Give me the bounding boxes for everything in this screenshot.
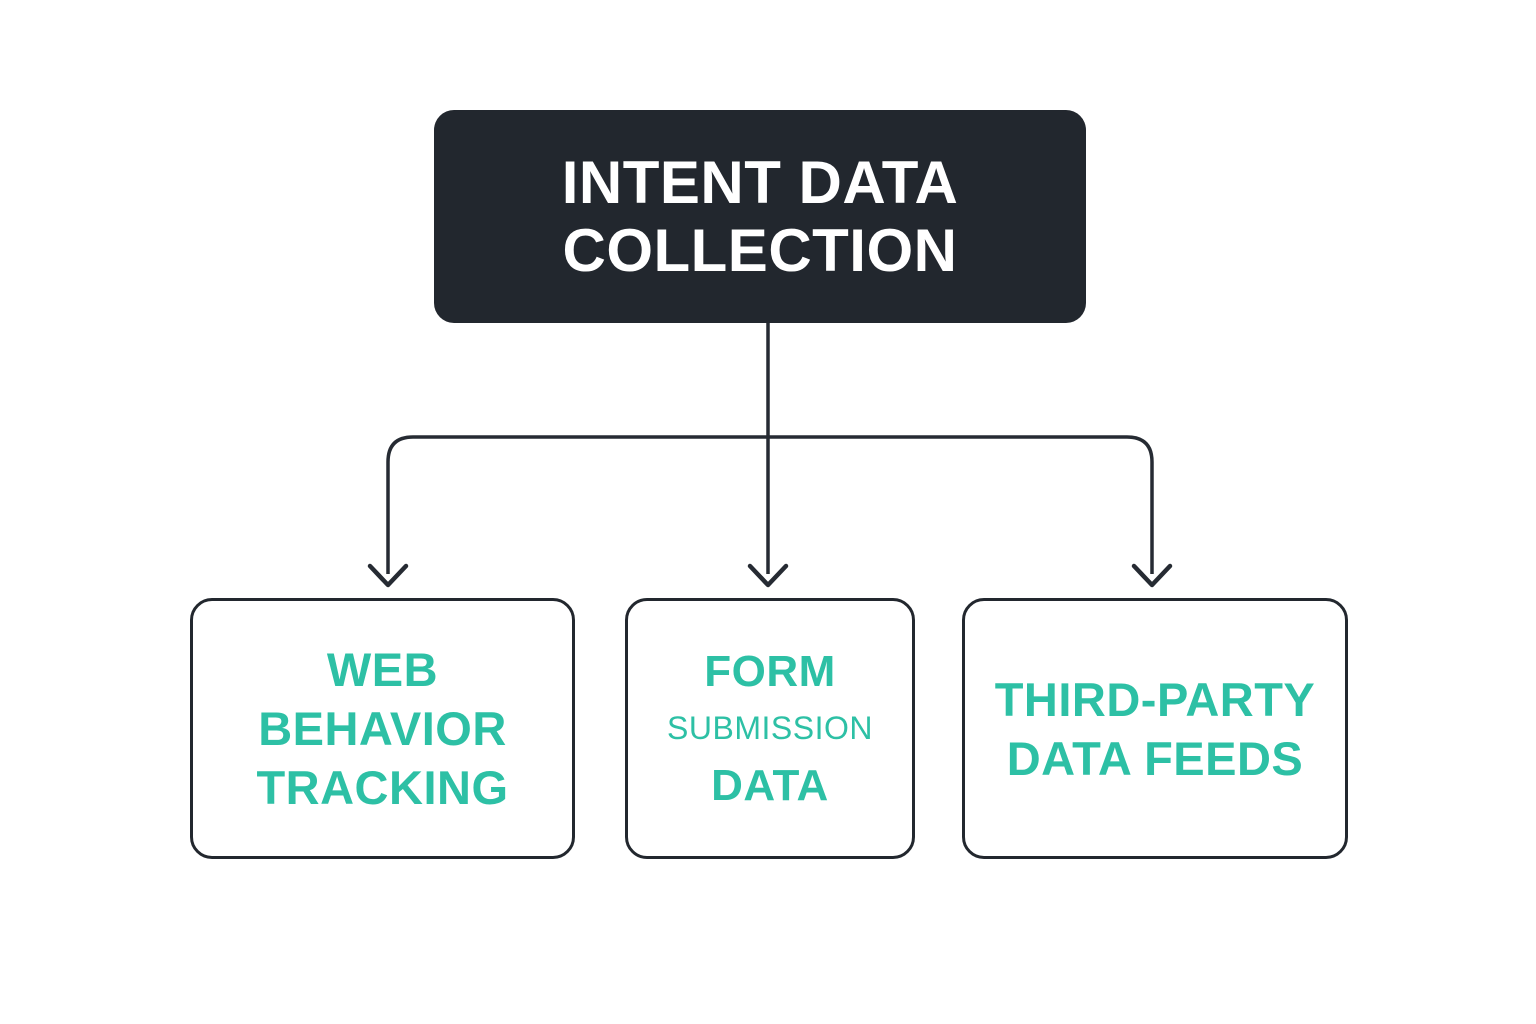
node-intent-data-collection: INTENT DATA COLLECTION [434,110,1086,323]
label-line: FORM [704,647,836,696]
arrowhead-left-icon [367,563,409,588]
node-form-submission-data: FORM SUBMISSION DATA [625,598,915,859]
label-line: SUBMISSION [667,710,873,746]
arrowhead-right-icon [1131,563,1173,588]
node-web-behavior-tracking: WEB BEHAVIOR TRACKING [190,598,575,859]
child-node-label: THIRD-PARTY DATA FEEDS [995,670,1316,788]
label-line: THIRD-PARTY [994,672,1316,726]
root-node-label: INTENT DATA COLLECTION [562,149,959,285]
root-label-line-1: INTENT DATA [561,148,959,216]
label-line: DATA [711,761,829,810]
child-node-label: FORM SUBMISSION DATA [667,643,873,814]
label-line: DATA FEEDS [1006,731,1304,785]
arrowhead-center-icon [747,563,789,588]
root-label-line-2: COLLECTION [562,216,958,284]
connector-distribution-rail [386,435,1154,574]
node-third-party-data-feeds: THIRD-PARTY DATA FEEDS [962,598,1348,859]
label-line: BEHAVIOR [258,702,507,755]
label-line: TRACKING [256,761,509,814]
child-node-label: WEB BEHAVIOR TRACKING [256,640,508,817]
label-line: WEB [326,643,439,696]
